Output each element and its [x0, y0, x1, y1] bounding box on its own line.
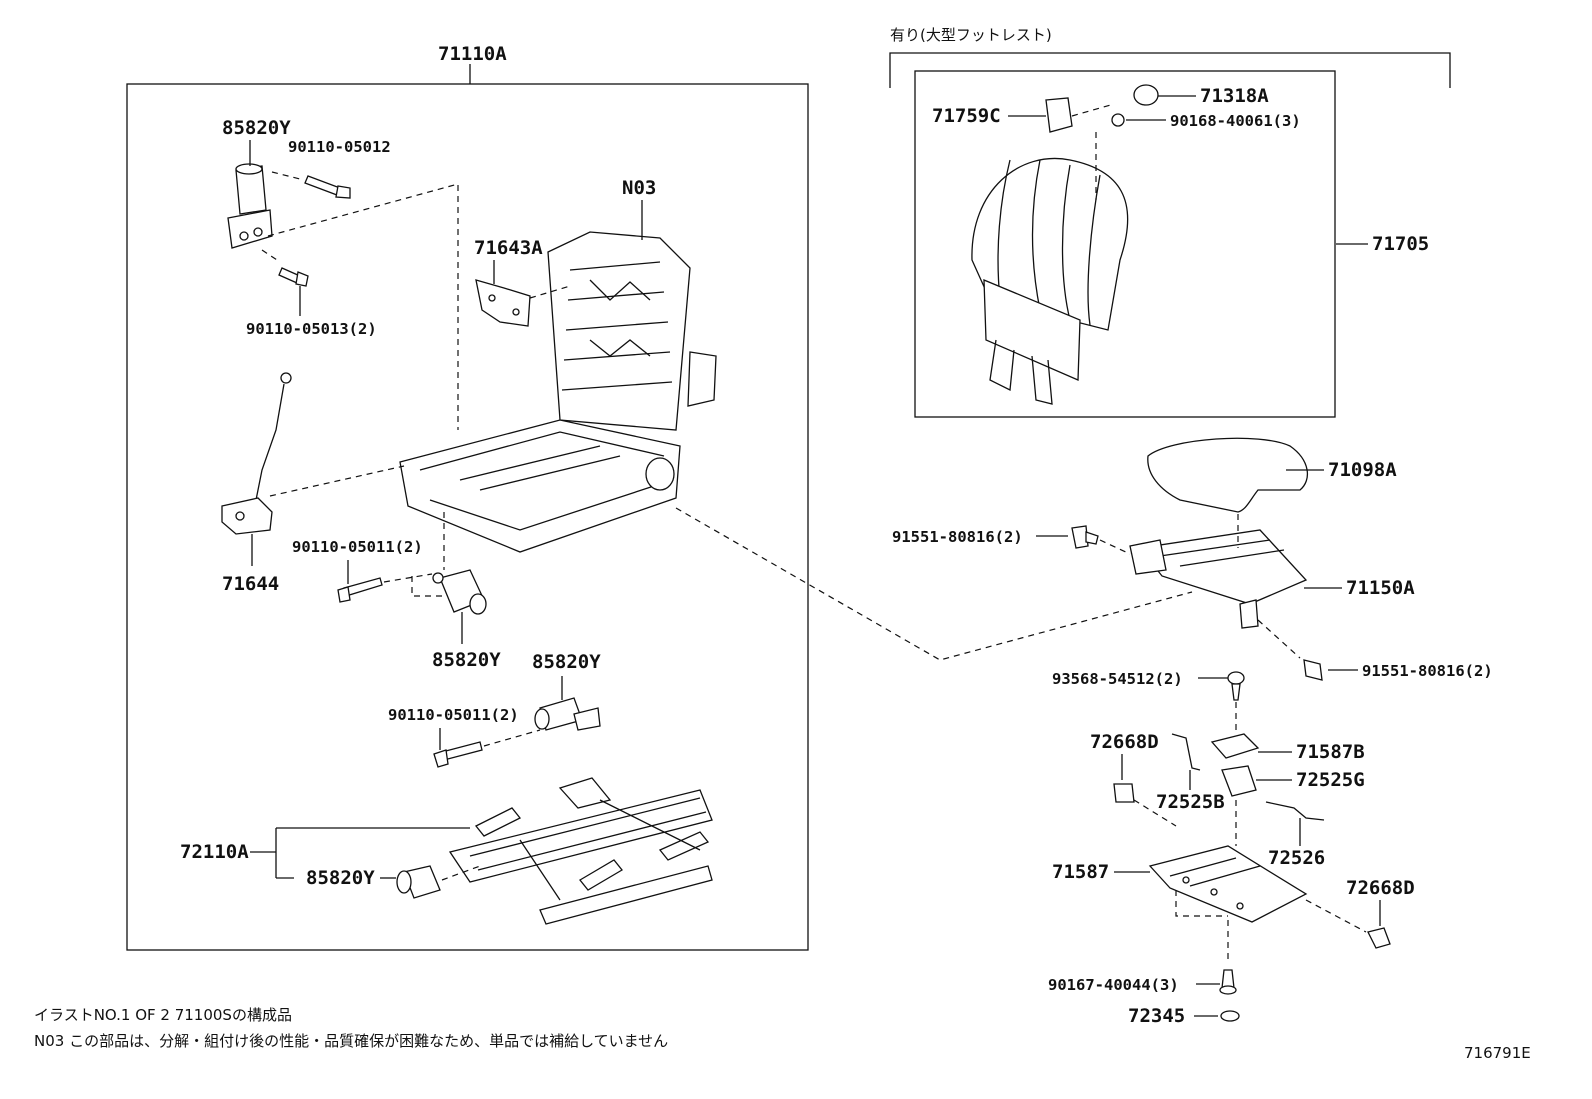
screw-icon — [1111, 113, 1125, 127]
part-91551-80816-b: 91551-80816(2) — [1362, 662, 1493, 680]
bolt-icon — [337, 577, 383, 603]
part-71705: 71705 — [1372, 233, 1429, 255]
part-N03: N03 — [622, 177, 656, 199]
part-72526: 72526 — [1268, 847, 1325, 869]
sensor-cable-icon — [221, 372, 292, 535]
plug-icon — [1367, 927, 1391, 949]
part-90110-05012: 90110-05012 — [288, 138, 391, 156]
part-72525B: 72525B — [1156, 791, 1225, 813]
figure-id: 716791E — [1464, 1044, 1531, 1062]
part-90110-05011-b: 90110-05011(2) — [388, 706, 519, 724]
part-72668D-a: 72668D — [1090, 731, 1159, 753]
switch-cover-icon — [1221, 765, 1257, 797]
clip-icon — [1045, 97, 1073, 133]
bolt-icon — [1303, 659, 1323, 681]
rod-icon — [1171, 733, 1201, 771]
screw-icon — [1219, 969, 1237, 995]
bolt-icon — [433, 741, 483, 768]
part-71587: 71587 — [1052, 861, 1109, 883]
part-71644: 71644 — [222, 573, 279, 595]
part-71150A: 71150A — [1346, 577, 1415, 599]
cap-icon — [1133, 84, 1159, 106]
bolt-icon — [278, 267, 309, 287]
part-85820Y-top: 85820Y — [222, 117, 291, 139]
part-90168-40061: 90168-40061(3) — [1170, 112, 1301, 130]
seat-track-icon — [448, 777, 713, 925]
plug-icon — [1113, 783, 1135, 803]
part-71587B: 71587B — [1296, 741, 1365, 763]
part-72110A: 72110A — [180, 841, 249, 863]
washer-icon — [1220, 1010, 1240, 1022]
part-85820Y-bottom: 85820Y — [306, 867, 375, 889]
part-90167-40044: 90167-40044(3) — [1048, 976, 1179, 994]
motor-icon — [534, 697, 601, 731]
rod-icon — [1265, 801, 1325, 821]
optional-header: 有り(大型フットレスト) — [890, 26, 1052, 44]
pad-icon — [1147, 437, 1309, 513]
assembly-frame — [126, 83, 809, 951]
part-91551-80816-a: 91551-80816(2) — [892, 528, 1023, 546]
part-72525G: 72525G — [1296, 769, 1365, 791]
part-90110-05011-a: 90110-05011(2) — [292, 538, 423, 556]
motor-icon — [227, 163, 273, 249]
motor-icon — [396, 865, 441, 899]
part-72345: 72345 — [1128, 1005, 1185, 1027]
switch-body-icon — [1210, 733, 1260, 759]
part-71643A: 71643A — [474, 237, 543, 259]
part-71318A: 71318A — [1200, 85, 1269, 107]
part-85820Y-right: 85820Y — [532, 651, 601, 673]
bracket-plate-icon — [1129, 529, 1308, 629]
bolt-icon — [304, 175, 351, 199]
part-71759C: 71759C — [932, 105, 1001, 127]
part-85820Y-mid: 85820Y — [432, 649, 501, 671]
bracket-icon — [475, 279, 531, 327]
part-90110-05013: 90110-05013(2) — [246, 320, 377, 338]
part-71098A: 71098A — [1328, 459, 1397, 481]
motor-icon — [432, 569, 487, 615]
screw-icon — [1227, 671, 1245, 701]
footrest-frame — [914, 70, 1336, 418]
note-line-2: N03 この部品は、分解・組付け後の性能・品質確保が困難なため、単品では補給して… — [34, 1032, 668, 1050]
seat-frame-icon — [399, 231, 717, 553]
base-bracket-icon — [1148, 845, 1308, 923]
assembly-label: 71110A — [438, 43, 507, 65]
note-line-1: イラストNO.1 OF 2 71100Sの構成品 — [34, 1006, 292, 1024]
bolt-icon — [1071, 525, 1099, 549]
footrest-cushion-icon — [971, 157, 1129, 405]
part-72668D-b: 72668D — [1346, 877, 1415, 899]
part-93568-54512: 93568-54512(2) — [1052, 670, 1183, 688]
